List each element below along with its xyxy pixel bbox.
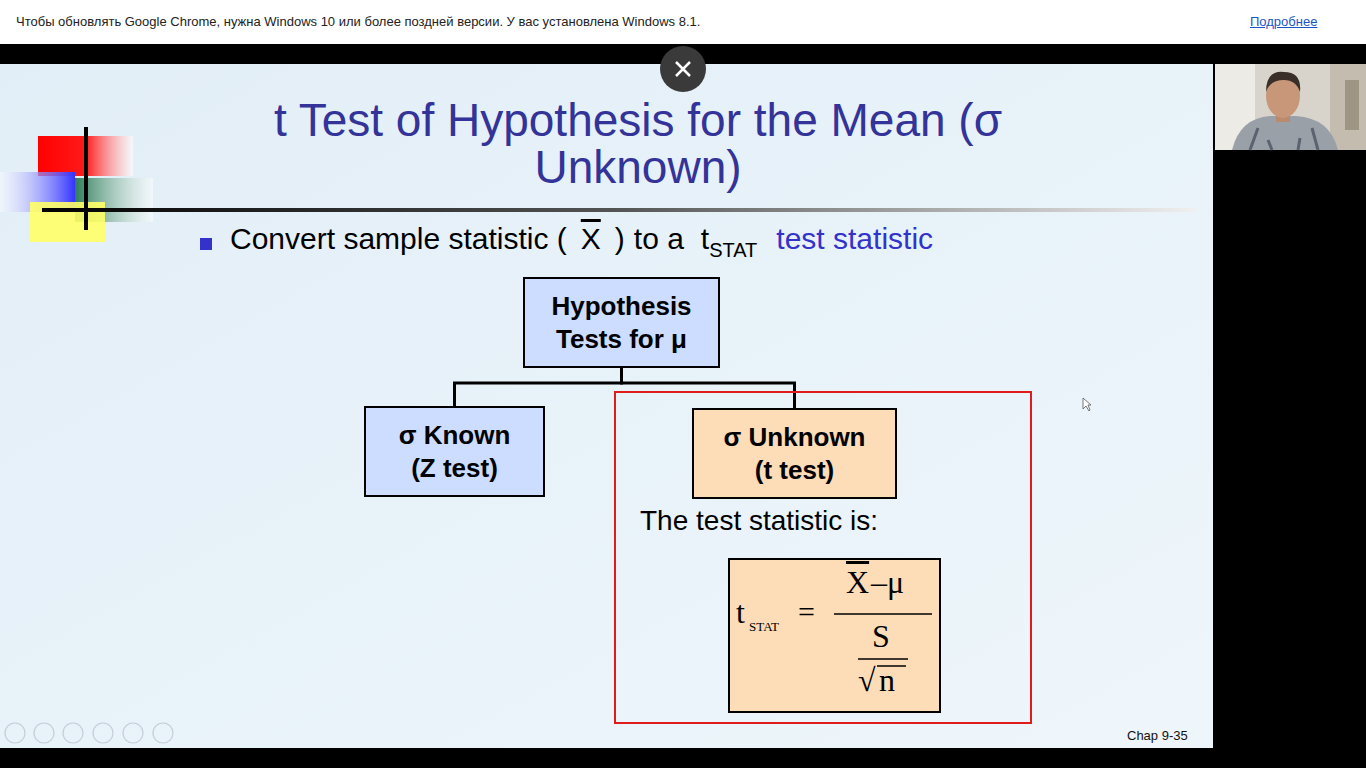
bullet-text: Convert sample statistic ( xyxy=(230,222,567,256)
formula-symbol: –μ xyxy=(871,566,904,598)
frame-text: The test statistic is: xyxy=(640,505,878,537)
bullet-text: ) xyxy=(615,222,625,256)
formula-box: tSTAT = X–μS √n xyxy=(728,558,941,713)
fraction-bars xyxy=(730,560,939,711)
box-text: Hypothesis Tests for μ xyxy=(545,290,698,356)
bullet-text-highlight: test statistic xyxy=(776,222,933,256)
known-box: σ Known (Z test) xyxy=(364,406,545,497)
box-text: σ Unknown (t test) xyxy=(718,421,871,487)
webcam-thumbnail xyxy=(1215,64,1366,150)
slide-number: Chap 9-35 xyxy=(1127,728,1188,743)
close-bar-icon xyxy=(1337,17,1347,27)
t-symbol: t xyxy=(701,222,709,256)
bullet-square xyxy=(200,238,212,250)
corner-decoration xyxy=(0,127,153,242)
browser-info-bar: Чтобы обновлять Google Chrome, нужна Win… xyxy=(0,0,1366,44)
formula-symbol: STAT xyxy=(749,620,779,633)
formula-symbol: = xyxy=(798,597,815,627)
bullet-line: Convert sample statistic (X)to atSTATtes… xyxy=(230,222,933,256)
subscript: STAT xyxy=(709,239,757,262)
formula-symbol: √ xyxy=(858,664,876,696)
formula-symbol: X xyxy=(846,566,869,598)
tree-connector xyxy=(622,368,795,408)
close-presentation-button xyxy=(660,46,706,92)
sample-mean-symbol: X xyxy=(581,222,601,256)
tree-connector xyxy=(455,368,622,406)
bullet-text: to a xyxy=(634,222,684,256)
unknown-box: σ Unknown (t test) xyxy=(692,408,897,499)
formula-symbol: S xyxy=(872,620,890,652)
formula-symbol: n xyxy=(879,664,895,696)
highlight-frame: The test statistic is: σ Unknown (t test)… xyxy=(614,391,1032,724)
browser-warning-text: Чтобы обновлять Google Chrome, нужна Win… xyxy=(16,14,700,29)
title-rule xyxy=(42,208,1197,212)
mouse-pointer xyxy=(1083,398,1091,411)
slideshow-controls xyxy=(5,723,173,743)
slide-background xyxy=(0,64,1213,748)
slide-title: t Test of Hypothesis for the Mean (σ Unk… xyxy=(253,97,1023,191)
hypothesis-box: Hypothesis Tests for μ xyxy=(523,277,720,368)
browser-link: Подробнее xyxy=(1250,14,1317,29)
formula-symbol: t xyxy=(736,596,745,628)
box-text: σ Known (Z test) xyxy=(386,419,523,485)
